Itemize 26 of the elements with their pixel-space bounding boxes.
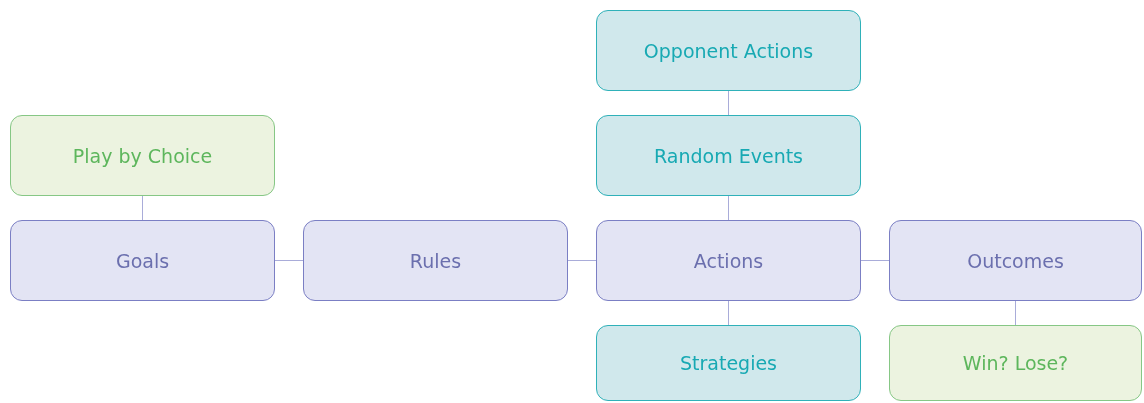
node-label: Win? Lose? bbox=[962, 352, 1069, 374]
node-label: Random Events bbox=[654, 144, 803, 167]
connector-line bbox=[728, 195, 729, 221]
process-box bbox=[596, 115, 861, 196]
node-label: Outcomes bbox=[967, 249, 1064, 272]
process-box bbox=[889, 220, 1142, 301]
process-box bbox=[889, 325, 1142, 401]
connector-line bbox=[274, 260, 304, 261]
node-label: Play by Choice bbox=[72, 144, 213, 167]
process-box bbox=[596, 10, 861, 91]
connector-line bbox=[142, 195, 143, 221]
connector-line bbox=[728, 90, 729, 116]
connector-line bbox=[1015, 300, 1016, 326]
process-box bbox=[596, 325, 861, 401]
process-box bbox=[10, 220, 275, 301]
node-label: Actions bbox=[693, 249, 764, 272]
process-box bbox=[303, 220, 568, 301]
node-label: Opponent Actions bbox=[643, 39, 814, 62]
node-label: Rules bbox=[409, 249, 462, 272]
connector-line bbox=[728, 300, 729, 326]
process-box bbox=[10, 115, 275, 196]
process-box bbox=[596, 220, 861, 301]
connector-line bbox=[860, 260, 890, 261]
node-label: Strategies bbox=[679, 352, 777, 374]
connector-line bbox=[567, 260, 597, 261]
node-label: Goals bbox=[115, 249, 170, 272]
